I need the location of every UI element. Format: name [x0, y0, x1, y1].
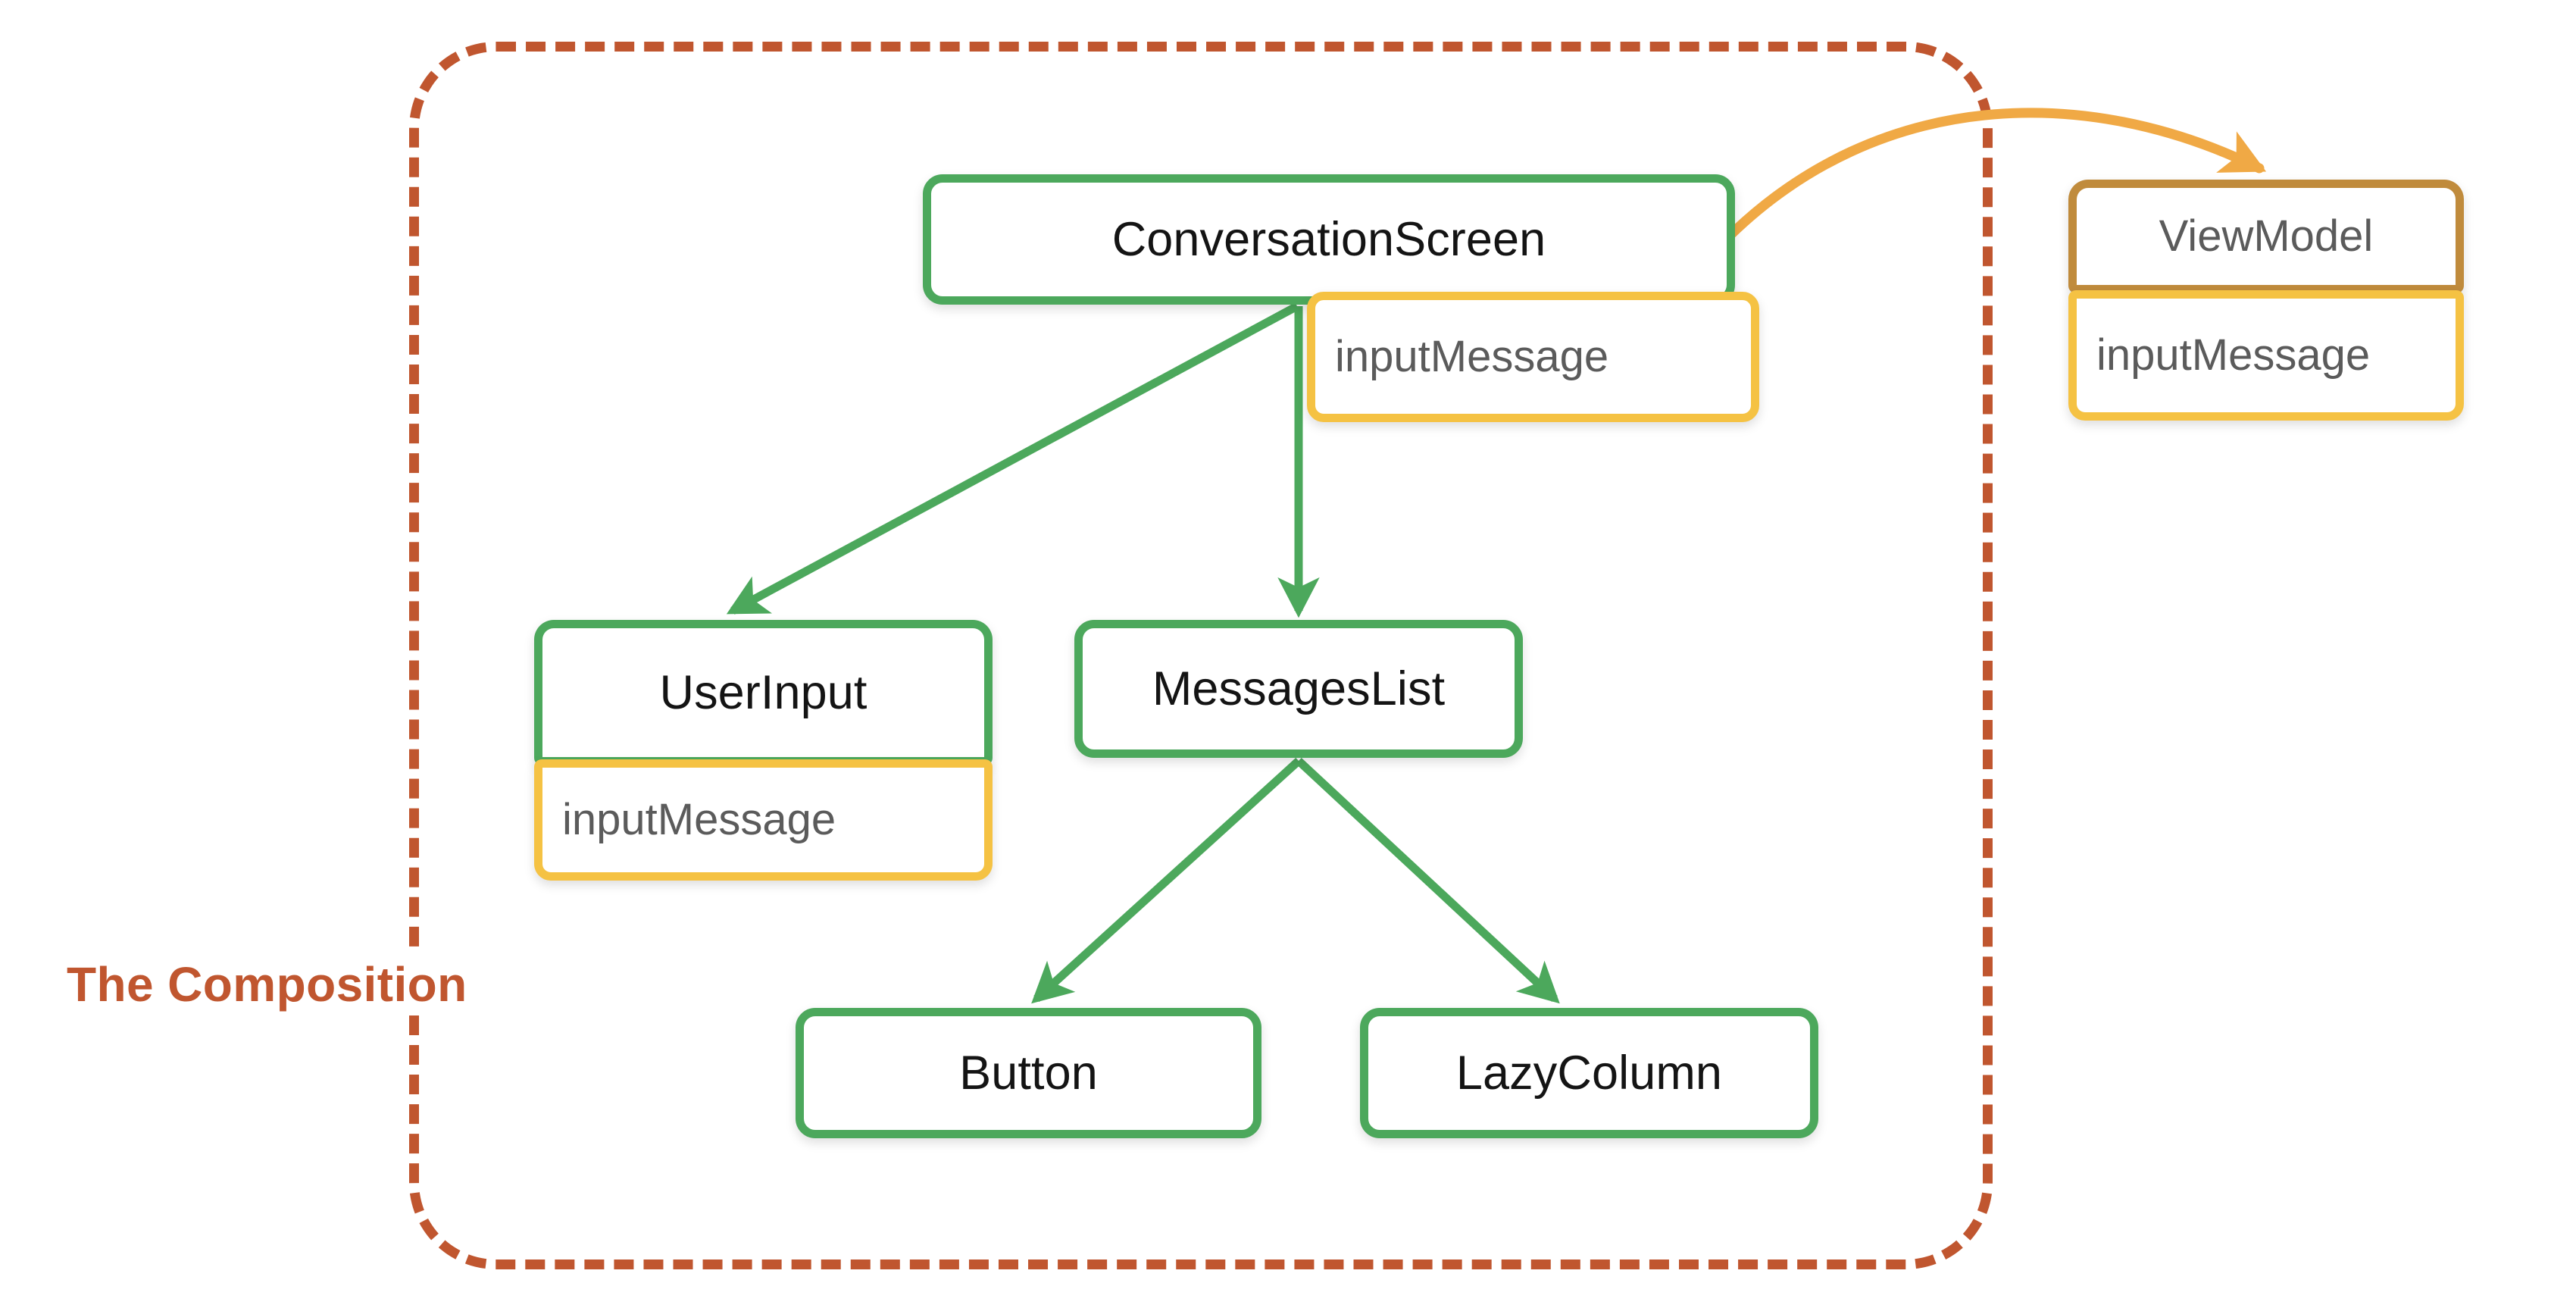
node-user-input-input-message-label: inputMessage	[562, 795, 836, 844]
node-view-model-label: ViewModel	[2159, 211, 2374, 261]
node-button[interactable]: Button	[796, 1008, 1261, 1138]
node-lazy-column[interactable]: LazyColumn	[1360, 1008, 1818, 1138]
node-messages-list-label: MessagesList	[1152, 662, 1446, 715]
node-user-input-label: UserInput	[659, 665, 868, 719]
node-conversation-screen[interactable]: ConversationScreen	[923, 174, 1735, 305]
node-conversation-screen-input-message[interactable]: inputMessage	[1307, 292, 1759, 422]
node-user-input-input-message[interactable]: inputMessage	[534, 759, 993, 881]
node-lazy-column-label: LazyColumn	[1455, 1046, 1723, 1100]
node-view-model[interactable]: ViewModel	[2068, 180, 2464, 293]
node-view-model-input-message[interactable]: inputMessage	[2068, 290, 2464, 421]
node-conversation-screen-label: ConversationScreen	[1111, 212, 1546, 266]
node-conversation-screen-input-message-label: inputMessage	[1335, 332, 1609, 381]
node-messages-list[interactable]: MessagesList	[1074, 620, 1523, 758]
node-button-label: Button	[959, 1046, 1098, 1100]
node-view-model-input-message-label: inputMessage	[2096, 330, 2371, 380]
composition-boundary-caption: The Composition	[67, 953, 478, 1015]
node-user-input[interactable]: UserInput	[534, 620, 993, 765]
